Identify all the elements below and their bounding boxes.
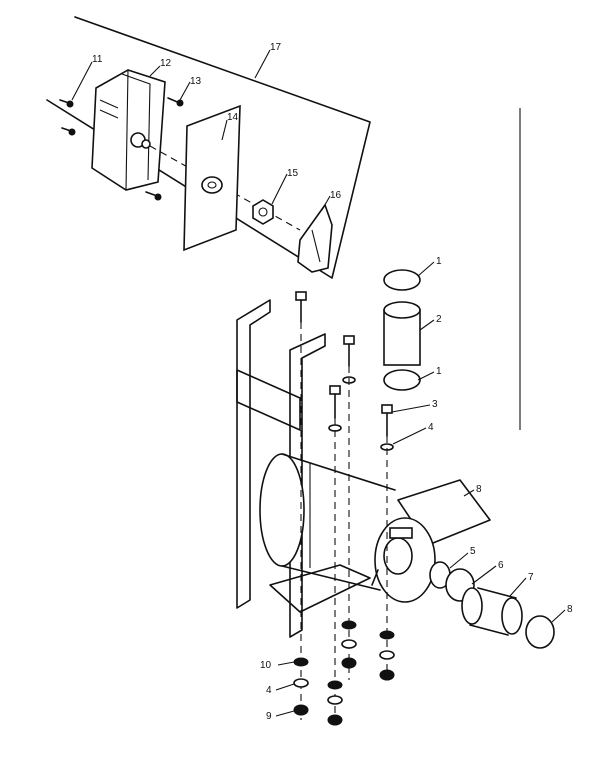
gasket-plate <box>183 104 241 252</box>
callout-8-clamp: 8 <box>567 604 573 615</box>
callout-11: 11 <box>92 54 103 65</box>
callouts: 11 12 13 14 15 16 17 1 2 1 3 4 8 5 6 7 8… <box>92 42 573 722</box>
nut <box>252 199 274 225</box>
frame-bracket <box>236 299 371 638</box>
callout-13: 13 <box>190 76 202 87</box>
callout-4-upper: 4 <box>428 422 434 433</box>
outlet-fitting <box>429 561 555 649</box>
screws-small <box>59 97 184 201</box>
callout-3: 3 <box>432 399 438 410</box>
callout-12: 12 <box>160 58 172 69</box>
bolts <box>295 291 394 451</box>
callout-15: 15 <box>287 168 299 179</box>
switch-box <box>91 69 166 191</box>
callout-9: 9 <box>266 711 272 722</box>
callout-5: 5 <box>470 546 476 557</box>
leader-lines <box>71 49 566 717</box>
callout-1-bottom: 1 <box>436 366 442 377</box>
knob <box>297 203 333 273</box>
lower-hardware <box>293 322 395 726</box>
callout-8-base: 8 <box>476 484 482 495</box>
callout-2: 2 <box>436 314 442 325</box>
callout-17: 17 <box>270 42 282 53</box>
callout-1-top: 1 <box>436 256 442 267</box>
callout-16: 16 <box>330 190 342 201</box>
upper-hose <box>383 269 421 391</box>
pump-housing <box>371 517 436 603</box>
callout-14: 14 <box>227 112 239 123</box>
callout-7: 7 <box>528 572 534 583</box>
callout-10: 10 <box>260 660 272 671</box>
callout-4-lower: 4 <box>266 685 272 696</box>
callout-6: 6 <box>498 560 504 571</box>
motor <box>259 453 396 591</box>
